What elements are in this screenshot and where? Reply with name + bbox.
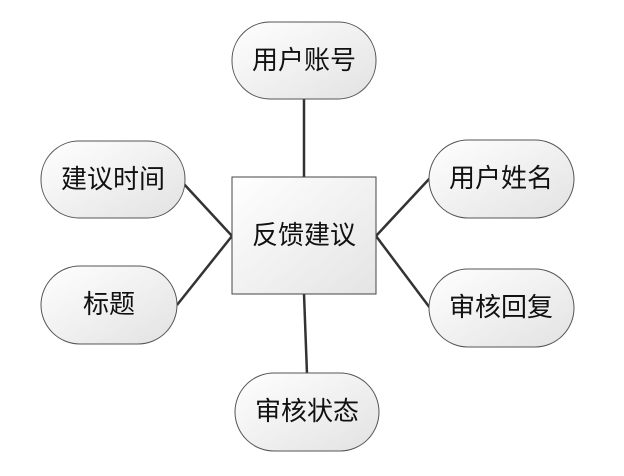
edge-review-reply [375, 235, 431, 309]
attribute-label: 审核回复 [449, 293, 553, 323]
attribute-user-name: 用户姓名 [428, 139, 575, 219]
edge-review-status [302, 293, 309, 375]
edge-title [176, 235, 233, 306]
attribute-user-account: 用户账号 [231, 21, 377, 100]
attribute-label: 用户账号 [252, 46, 356, 76]
attribute-review-status: 审核状态 [234, 372, 380, 452]
entity-label: 反馈建议 [252, 221, 356, 251]
attribute-label: 建议时间 [61, 165, 165, 195]
attribute-review-reply: 审核回复 [428, 268, 575, 348]
attribute-title: 标题 [40, 265, 178, 345]
attribute-label: 标题 [83, 290, 135, 320]
attribute-label: 用户姓名 [449, 164, 553, 194]
edge-suggestion-time [182, 182, 233, 237]
connectors [176, 98, 431, 375]
attribute-suggestion-time: 建议时间 [40, 140, 186, 219]
attribute-label: 审核状态 [255, 397, 359, 427]
entity-feedback: 反馈建议 [231, 176, 377, 295]
edge-user-name [375, 177, 431, 237]
